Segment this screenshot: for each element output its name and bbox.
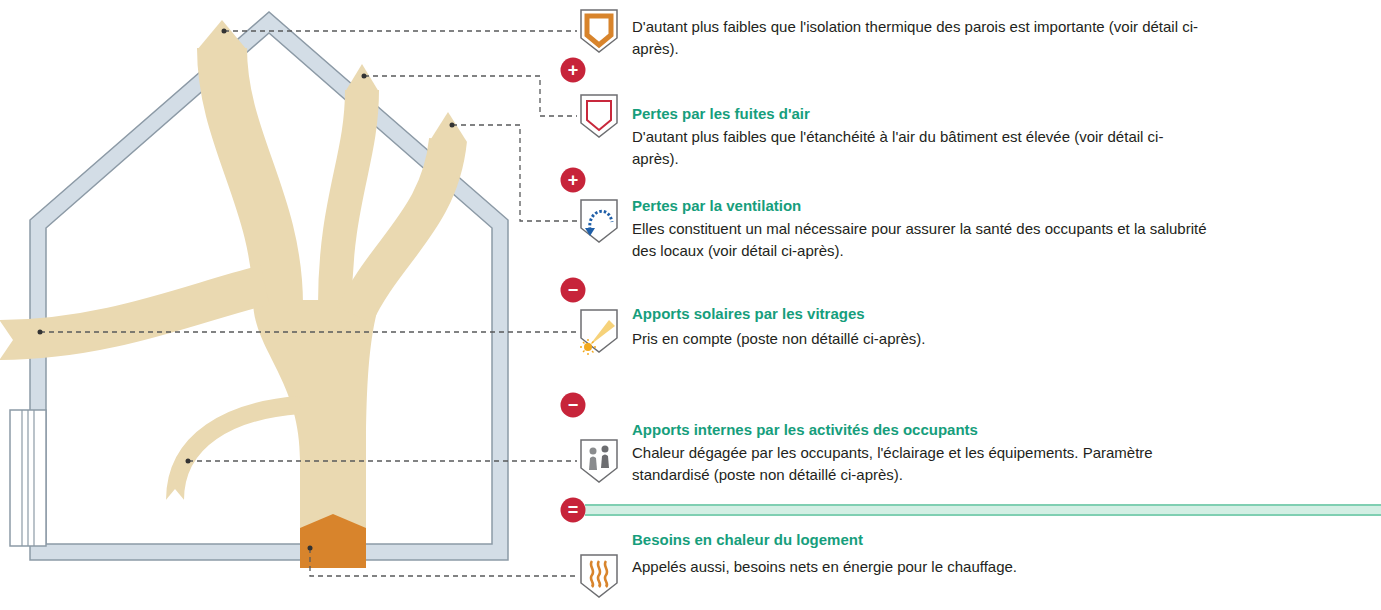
operator-circle [561, 498, 586, 523]
total-band [585, 505, 1381, 515]
ventilation-icon [585, 228, 595, 236]
heating-icon [581, 555, 617, 597]
operator-sign: − [568, 281, 579, 299]
leader-line [310, 548, 577, 576]
flow-ventilation-losses [355, 140, 448, 315]
operator-circle [561, 58, 586, 83]
body-text: Chaleur dégagée par les occupants, l'écl… [632, 442, 1172, 486]
occupants-icon [589, 457, 597, 471]
body-text: Elles constituent un mal nécessaire pour… [632, 218, 1217, 262]
heading: Apports solaires par les vitrages [632, 304, 1192, 324]
ribbon-notch [165, 489, 185, 501]
leader-dot [222, 29, 227, 34]
window-glazing [27, 410, 28, 546]
occupants-icon [581, 440, 617, 482]
icon-shield [581, 95, 617, 137]
icon-shield [581, 200, 617, 242]
window [10, 410, 46, 546]
insulation-icon [581, 10, 617, 52]
leader-dot [362, 74, 367, 79]
body-text: D'autant plus faibles que l'étanchéité à… [632, 126, 1207, 170]
energy-flow [0, 20, 467, 568]
icon-shield [581, 440, 617, 482]
heating-icon [591, 561, 607, 587]
flow-internal-gains [175, 405, 300, 500]
leader-dot [450, 123, 455, 128]
operator-circle [561, 278, 586, 303]
occupants-icon [602, 446, 609, 453]
house-walls [30, 12, 508, 560]
body-text: D'autant plus faibles que l'isolation th… [632, 16, 1232, 60]
heading: Besoins en chaleur du logement [632, 530, 1192, 550]
operator-circle: = [560, 497, 586, 523]
icon-shield [581, 10, 617, 52]
total-band [585, 504, 1381, 506]
operator-sign: = [568, 501, 579, 519]
leader-line [40, 331, 577, 332]
solar-icon [584, 343, 592, 351]
operator-sign: + [568, 61, 579, 79]
flow-wall-losses [222, 48, 278, 305]
window [10, 410, 46, 546]
leader-dot [38, 29, 455, 551]
solar-icon [580, 339, 596, 355]
solar-icon [580, 310, 617, 355]
flow-split [253, 300, 380, 460]
air-leak-icon [581, 95, 617, 137]
ventilation-icon [590, 211, 612, 230]
operator-sign: − [568, 396, 579, 414]
icon-shield [581, 310, 617, 352]
heading: Pertes par les fuites d'air [632, 104, 1192, 124]
body-text: Pris en compte (poste non détaillé ci-ap… [632, 328, 1192, 350]
flow-tip [429, 112, 467, 142]
heading: Pertes par la ventilation [632, 196, 1192, 216]
leader-line [364, 76, 577, 116]
heading: Apports internes par les activités des o… [632, 420, 1232, 440]
body-text: Appelés aussi, besoins nets en énergie p… [632, 556, 1232, 578]
air-leak-icon [587, 101, 611, 130]
window-glazing [21, 410, 22, 546]
flow-tip [345, 64, 379, 92]
operator-circle: + [560, 57, 586, 83]
flow-tip [197, 20, 247, 50]
total-band [585, 505, 1381, 515]
leader-line [452, 125, 577, 221]
leader-line [224, 30, 577, 31]
operator-circle: − [560, 392, 586, 418]
occupants-icon [601, 455, 609, 469]
operator-circle: − [560, 277, 586, 303]
ventilation-icon [581, 200, 617, 242]
occupants-icon [590, 448, 597, 455]
house-walls [30, 12, 508, 560]
ribbon-notch [0, 321, 13, 359]
operator-circle [561, 393, 586, 418]
leader-dot [186, 459, 191, 464]
window-glazing [33, 410, 34, 546]
leader-dot [38, 330, 43, 335]
operator-circle: + [560, 167, 586, 193]
icon-shield [581, 555, 617, 597]
operator-sign: + [568, 171, 579, 189]
insulation-icon [587, 16, 611, 45]
operator-circle [561, 168, 586, 193]
leader-dot [308, 546, 313, 551]
leader-line [188, 460, 577, 461]
leader-line [40, 31, 577, 576]
total-band [585, 514, 1381, 516]
